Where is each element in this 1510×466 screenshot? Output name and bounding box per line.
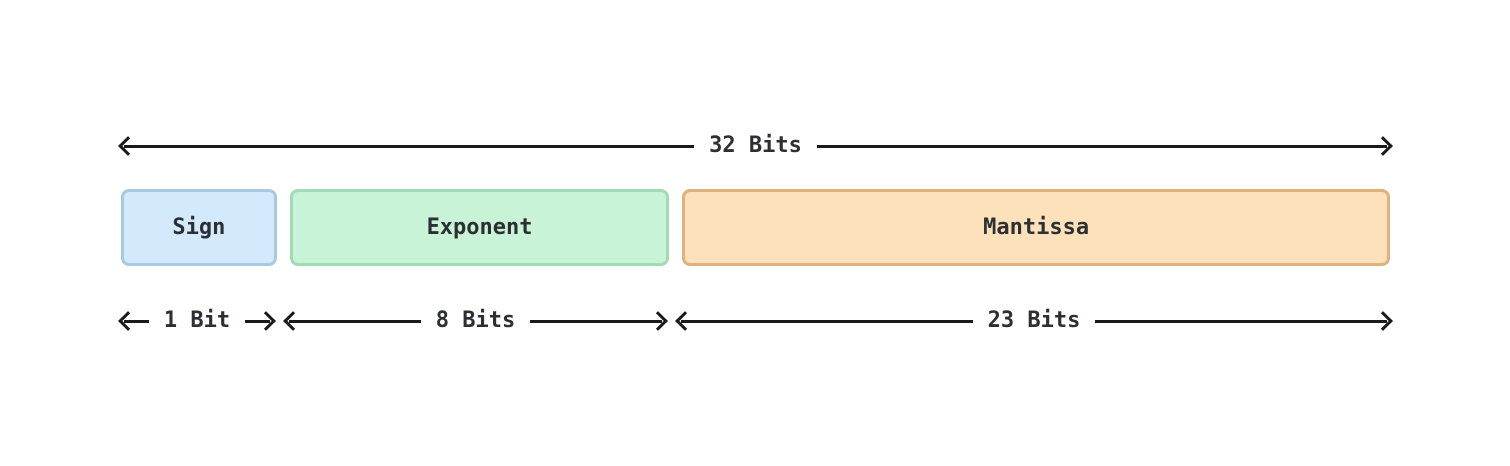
sign-field-box: Sign: [121, 189, 277, 266]
arrow-line: [289, 319, 421, 323]
arrow-head-left-icon: [283, 311, 303, 331]
sign-width-arrow: 1 Bit: [118, 308, 276, 334]
arrow-head-left-icon: [675, 311, 695, 331]
exponent-width-arrow: 8 Bits: [283, 308, 668, 334]
sign-field-label: Sign: [172, 215, 226, 240]
field-box-row: Sign Exponent Mantissa: [121, 189, 1390, 266]
arrow-line: [530, 319, 663, 323]
arrow-line: [245, 319, 271, 323]
arrow-head-right-icon: [648, 311, 668, 331]
arrow-line: [124, 319, 149, 323]
total-width-arrow: 32 Bits: [118, 133, 1393, 159]
arrow-head-left-icon: [118, 311, 138, 331]
arrow-head-right-icon: [256, 311, 276, 331]
field-width-arrow-row: 1 Bit 8 Bits 23 Bits: [118, 308, 1393, 334]
arrow-head-left-icon: [118, 136, 138, 156]
mantissa-field-label: Mantissa: [983, 215, 1090, 240]
arrow-line: [681, 319, 973, 323]
exponent-field-box: Exponent: [289, 189, 670, 266]
arrow-line: [816, 144, 1387, 148]
exponent-width-label: 8 Bits: [435, 308, 516, 333]
arrow-line: [1095, 319, 1387, 323]
mantissa-field-box: Mantissa: [682, 189, 1390, 266]
arrow-head-right-icon: [1373, 311, 1393, 331]
arrow-head-right-icon: [1373, 136, 1393, 156]
exponent-field-label: Exponent: [426, 215, 533, 240]
mantissa-width-label: 23 Bits: [987, 308, 1081, 333]
mantissa-width-arrow: 23 Bits: [675, 308, 1393, 334]
arrow-line: [124, 144, 695, 148]
total-width-label: 32 Bits: [709, 133, 802, 158]
sign-width-label: 1 Bit: [163, 308, 231, 333]
